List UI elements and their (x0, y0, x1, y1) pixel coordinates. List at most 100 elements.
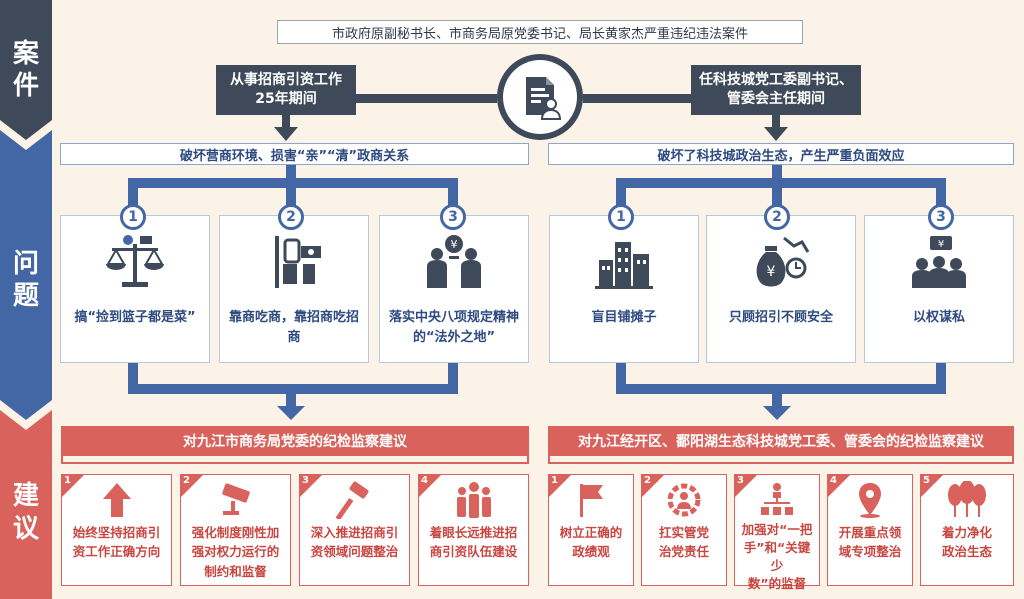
left-suggestion-4-line-2: 商引资队伍建设 (429, 544, 518, 560)
left-problem-1: 搞“捡到篮子都是菜” (60, 215, 210, 363)
left-suggestion-2-line-1: 强化制度刚性加 (191, 525, 280, 540)
flag-icon (574, 481, 608, 521)
buildings-icon (593, 234, 655, 294)
document-person-icon (503, 60, 577, 134)
left-suggestion-1-line-1: 始终坚持招商引 (72, 525, 161, 540)
left-period-line-1: 从事招商引资工作 (230, 72, 342, 89)
section-suggestions-char-2: 议 (12, 513, 39, 544)
left-problem-1-label: 搞“捡到篮子都是菜” (74, 310, 196, 325)
left-period-line-2: 25年期间 (255, 91, 317, 107)
left-problem-3: ¥ 落实中央八项规定精神 的“法外之地” (379, 215, 529, 363)
left-problem-3-number: 3 (440, 204, 466, 230)
section-suggestions-char-1: 建 (12, 481, 39, 511)
right-suggestion-2-line-1: 扛实管党 (658, 525, 709, 540)
sidebar: 案 件 问 题 建 议 (0, 0, 52, 599)
right-suggestion-5-line-1: 着力净化 (941, 525, 992, 540)
left-problem-2: 靠商吃商，靠招商吃招商 (219, 215, 369, 363)
right-suggestion-2: 2 扛实管党治党责任 (641, 474, 727, 586)
trees-icon (945, 480, 989, 521)
right-suggestion-3-line-3: 数”的监督 (747, 576, 807, 592)
svg-text:¥: ¥ (767, 264, 776, 280)
right-problem-1: 盲目铺摊子 (549, 215, 699, 363)
right-problem-1-label: 盲目铺摊子 (591, 310, 657, 325)
left-suggestion-2-line-2: 强对权力运行的 (191, 544, 280, 560)
money-bag-icon: ¥ (750, 234, 812, 294)
right-suggestion-5-num: 5 (923, 475, 930, 486)
right-suggestion-5-line-2: 政治生态 (941, 544, 992, 560)
left-suggestion-header: 对九江市商务局党委的纪检监察建议 (61, 426, 529, 456)
left-suggestion-2-num: 2 (183, 475, 190, 486)
right-suggestion-4-line-1: 开展重点领 (838, 525, 902, 540)
right-suggestion-1-line-1: 树立正确的 (559, 525, 623, 540)
right-problem-summary: 破坏了科技城政治生态，产生严重负面效应 (548, 143, 1014, 165)
right-suggestion-1: 1 树立正确的政绩观 (548, 474, 634, 586)
right-suggestion-1-num: 1 (551, 475, 558, 486)
team-icon (454, 481, 494, 521)
right-period-line-2: 管委会主任期间 (727, 91, 825, 107)
right-suggestion-header: 对九江经开区、鄱阳湖生态科技城党工委、管委会的纪检监察建议 (548, 426, 1014, 456)
right-suggestion-4: 4 开展重点领域专项整治 (827, 474, 913, 586)
people-money-icon: ¥ (908, 234, 970, 294)
section-case: 案 件 (0, 0, 52, 140)
right-problem-3-number: 3 (928, 204, 954, 230)
right-suggestion-2-num: 2 (644, 475, 651, 486)
left-problem-3-label-line-2: 的“法外之地” (412, 330, 496, 346)
right-problem-1-number: 1 (608, 204, 634, 230)
left-suggestion-4-num: 4 (421, 475, 428, 486)
connector-right (583, 94, 693, 103)
right-suggestion-3-line-1: 加强对“一把 (741, 522, 813, 537)
right-down-arrow (764, 127, 788, 141)
up-arrow-icon (100, 481, 134, 521)
right-problem-3-label: 以权谋私 (912, 310, 965, 325)
right-suggestion-2-line-2: 治党责任 (658, 544, 709, 560)
left-suggestion-1: 1 始终坚持招商引资工作正确方向 (61, 474, 172, 586)
left-suggestion-3-num: 3 (302, 475, 309, 486)
left-suggestion-2-line-3: 制约和监督 (204, 563, 267, 579)
connector-left (355, 94, 497, 103)
left-problem-3-label: 落实中央八项规定精神 的“法外之地” (383, 308, 525, 348)
right-period-header: 任科技城党工委副书记、 管委会主任期间 (691, 65, 861, 115)
left-suggestion-4: 4 着眼长远推进招商引资队伍建设 (418, 474, 529, 586)
section-problems-char-1: 问 (12, 248, 39, 279)
svg-text:¥: ¥ (938, 239, 944, 250)
case-title: 市政府原副秘书长、市商务局原党委书记、局长黄家杰严重违纪违法案件 (277, 20, 803, 44)
left-suggestion-4-line-1: 着眼长远推进招 (429, 525, 518, 540)
right-suggestion-3-line-2: 手”和“关键少 (743, 540, 811, 574)
location-pin-icon (853, 481, 887, 521)
right-problem-2-label: 只顾招引不顾安全 (728, 310, 833, 325)
svg-text:¥: ¥ (451, 238, 458, 251)
right-suggestion-1-line-2: 政绩观 (572, 544, 610, 560)
right-problem-2-number: 2 (764, 204, 790, 230)
right-period-line-1: 任科技城党工委副书记、 (699, 72, 853, 89)
left-suggestion-3-line-2: 资领域问题整治 (310, 544, 399, 560)
left-down-arrow (274, 127, 298, 141)
section-case-char-2: 件 (12, 71, 39, 101)
left-problem-1-number: 1 (120, 204, 146, 230)
left-period-header: 从事招商引资工作 25年期间 (216, 65, 356, 115)
left-suggestion-2: 2 强化制度刚性加强对权力运行的制约和监督 (180, 474, 291, 586)
section-problems: 问 题 (0, 130, 52, 420)
left-suggestion-1-num: 1 (64, 475, 71, 486)
left-problem-3-label-line-1: 落实中央八项规定精神 (388, 310, 519, 325)
left-problem-2-number: 2 (278, 204, 304, 230)
right-problem-3: ¥ 以权谋私 (864, 215, 1014, 363)
left-suggestion-1-line-2: 资工作正确方向 (72, 544, 161, 560)
camera-icon (217, 481, 255, 521)
left-problem-2-label: 靠商吃商，靠招商吃招商 (228, 310, 359, 346)
section-problems-char-2: 题 (12, 281, 39, 311)
org-chart-icon (758, 481, 796, 521)
right-problem-2: ¥ 只顾招引不顾安全 (706, 215, 856, 363)
gear-person-icon (665, 481, 703, 521)
officials-money-icon: ¥ (423, 234, 485, 294)
hammer-icon (334, 481, 374, 521)
left-problem-summary: 破坏营商环境、损害“亲”“清”政商关系 (60, 143, 529, 165)
section-case-char-1: 案 (12, 38, 39, 69)
section-suggestions: 建 议 (0, 410, 52, 599)
left-suggestion-3: 3 深入推进招商引资领域问题整治 (299, 474, 410, 586)
scale-money-icon (104, 234, 166, 294)
right-suggestion-5: 5 着力净化政治生态 (920, 474, 1014, 586)
left-suggestion-3-line-1: 深入推进招商引 (310, 525, 399, 540)
right-suggestion-4-num: 4 (830, 475, 837, 486)
right-suggestion-3: 3 加强对“一把手”和“关键少数”的监督 (734, 474, 820, 591)
right-suggestion-arrow (763, 406, 791, 420)
